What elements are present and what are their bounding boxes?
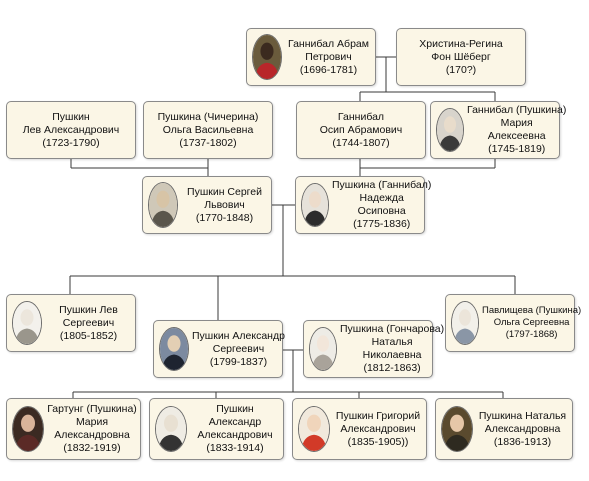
portrait-woman-light-icon [309,327,337,371]
person-text: Пушкина (Чичерина)Ольга Васильевна(1737-… [157,110,259,149]
portrait-woman-icon [301,183,329,227]
person-olga-sergeevna[interactable]: Павлищева (Пушкина)Ольга Сергеевна(1797-… [445,294,581,352]
portrait-man-icon [148,182,178,228]
portrait-dark-man-icon [252,34,282,80]
portrait-pushkin-icon [159,327,189,371]
portrait-woman-dark-icon [12,406,44,452]
portrait-girl-icon [441,406,473,452]
portrait-child-red-icon [298,406,330,452]
person-text: Павлищева (Пушкина)Ольга Сергеевна(1797-… [482,305,582,340]
portrait-sketch-man-icon [12,301,42,345]
person-olga-vasilievna[interactable]: Пушкина (Чичерина)Ольга Васильевна(1737-… [143,101,273,159]
portrait-sketch-woman-icon [451,301,479,345]
portrait-old-woman-icon [436,108,464,152]
portrait-man-sketch-icon [155,406,187,452]
